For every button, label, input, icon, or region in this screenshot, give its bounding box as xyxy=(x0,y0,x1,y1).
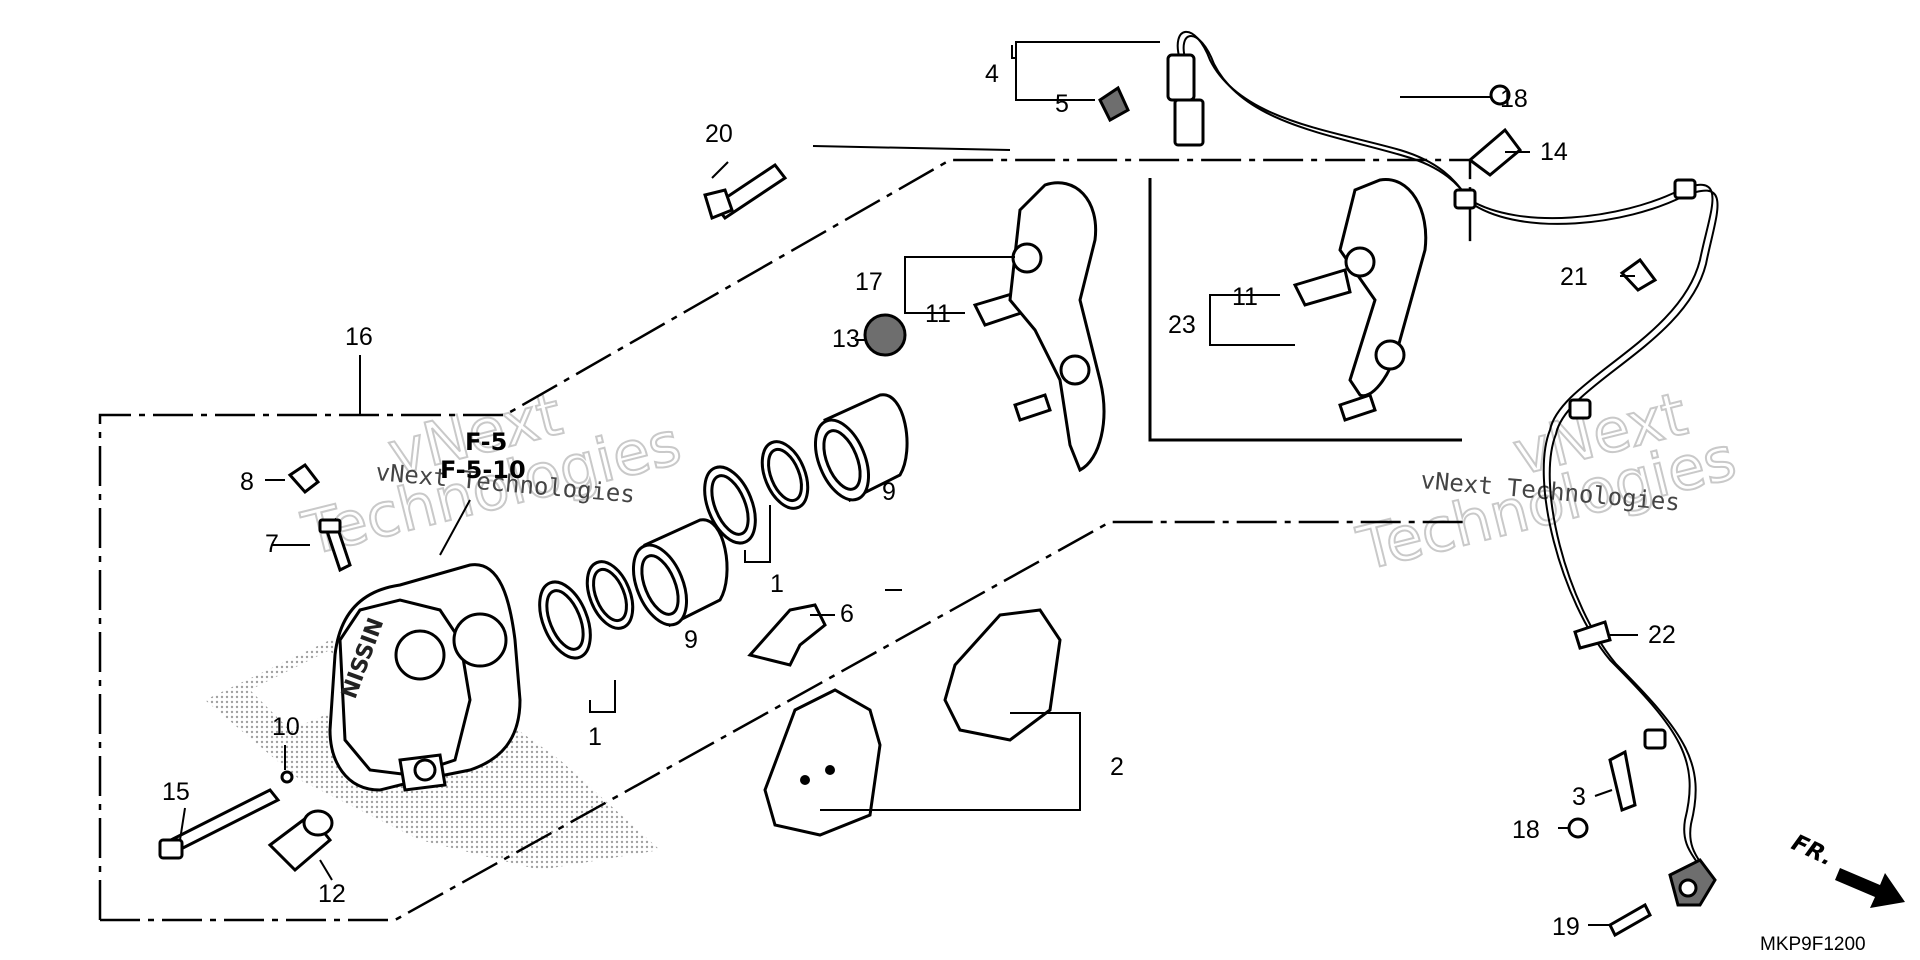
callout-6: 6 xyxy=(840,600,854,628)
callout-12: 12 xyxy=(318,880,346,908)
callout-8: 8 xyxy=(240,468,254,496)
callout-9-lower: 9 xyxy=(684,626,698,654)
brake-pads xyxy=(763,608,1062,837)
bracket-23-box xyxy=(1148,178,1462,442)
callout-1-upper: 1 xyxy=(770,570,784,598)
leader-lines xyxy=(179,41,1638,926)
caliper-body: NISSIN xyxy=(328,563,522,792)
caliper-brackets xyxy=(1008,178,1428,473)
callout-3: 3 xyxy=(1572,783,1586,811)
callout-13: 13 xyxy=(832,325,860,353)
callout-11-right: 11 xyxy=(1232,283,1258,311)
callout-23: 23 xyxy=(1168,311,1196,339)
callout-20: 20 xyxy=(705,120,733,148)
callout-1-lower: 1 xyxy=(588,723,602,751)
callout-numbers: 1 1 2 3 4 5 6 7 8 9 9 10 11 11 12 13 14 … xyxy=(162,60,1676,941)
callout-11-left: 11 xyxy=(925,300,951,328)
callout-22: 22 xyxy=(1648,621,1676,649)
wheel-speed-sensor-wire xyxy=(1166,30,1719,907)
callout-19: 19 xyxy=(1552,913,1580,941)
reference-f5[interactable]: F-5 xyxy=(465,428,507,456)
callout-18-top: 18 xyxy=(1500,85,1528,113)
reference-f5-10[interactable]: F-5-10 xyxy=(440,456,526,484)
watermark: vNext Technologies vNext Technologies vN… xyxy=(295,378,1744,586)
callout-18-bottom: 18 xyxy=(1512,816,1540,844)
front-direction-indicator: FR. xyxy=(1787,830,1905,908)
callout-5: 5 xyxy=(1055,90,1069,118)
callout-2: 2 xyxy=(1110,753,1124,781)
front-arrow-icon xyxy=(1835,868,1905,908)
callout-14: 14 xyxy=(1540,138,1568,166)
front-direction-label: FR. xyxy=(1787,830,1837,872)
callout-10: 10 xyxy=(272,713,300,741)
assembly-16-boundary xyxy=(98,158,1472,922)
callout-21: 21 xyxy=(1560,263,1588,291)
callout-15: 15 xyxy=(162,778,190,806)
callout-4: 4 xyxy=(985,60,999,88)
drawing-code: MKP9F1200 xyxy=(1760,934,1866,955)
callout-7: 7 xyxy=(265,530,279,558)
callout-9-upper: 9 xyxy=(882,478,896,506)
callout-17: 17 xyxy=(855,268,883,296)
callout-16: 16 xyxy=(345,323,373,351)
pistons-and-seals xyxy=(538,393,909,660)
